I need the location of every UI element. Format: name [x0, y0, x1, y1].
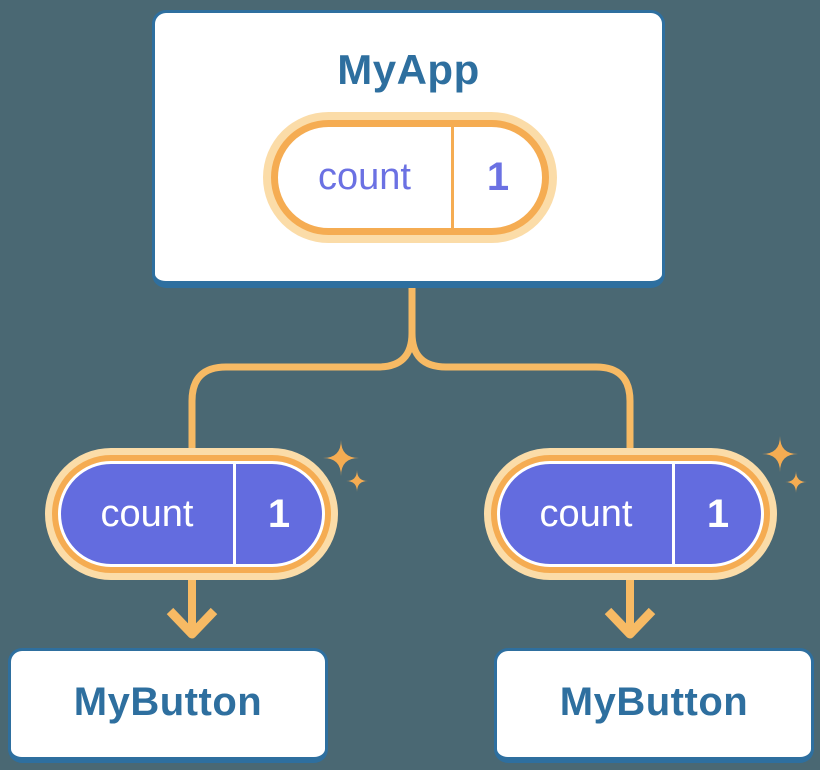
connector-right-branch — [408, 288, 634, 470]
sparkle-left-icon — [323, 440, 368, 492]
right-prop-pill: count 1 — [497, 461, 764, 567]
myapp-title: MyApp — [337, 46, 480, 93]
mybutton-title: MyButton — [559, 679, 749, 724]
prop-key-label: count — [539, 492, 633, 535]
mybutton-card-left: MyButton — [8, 648, 328, 763]
mybutton-title: MyButton — [73, 679, 263, 724]
connector-left-branch — [188, 288, 416, 470]
prop-value-label: 1 — [672, 464, 761, 564]
prop-value-label: 1 — [233, 464, 322, 564]
mybutton-card-right: MyButton — [494, 648, 814, 763]
prop-key-label: count — [100, 492, 194, 535]
myapp-card: MyApp — [152, 10, 665, 288]
state-key-label: count — [318, 156, 411, 198]
myapp-state-pill: count 1 — [271, 120, 549, 235]
state-value-label: 1 — [451, 127, 542, 228]
arrow-right-head-icon — [604, 607, 656, 639]
arrow-left-head-icon — [166, 607, 218, 639]
left-prop-pill: count 1 — [58, 461, 325, 567]
sparkle-right-icon — [762, 436, 807, 493]
